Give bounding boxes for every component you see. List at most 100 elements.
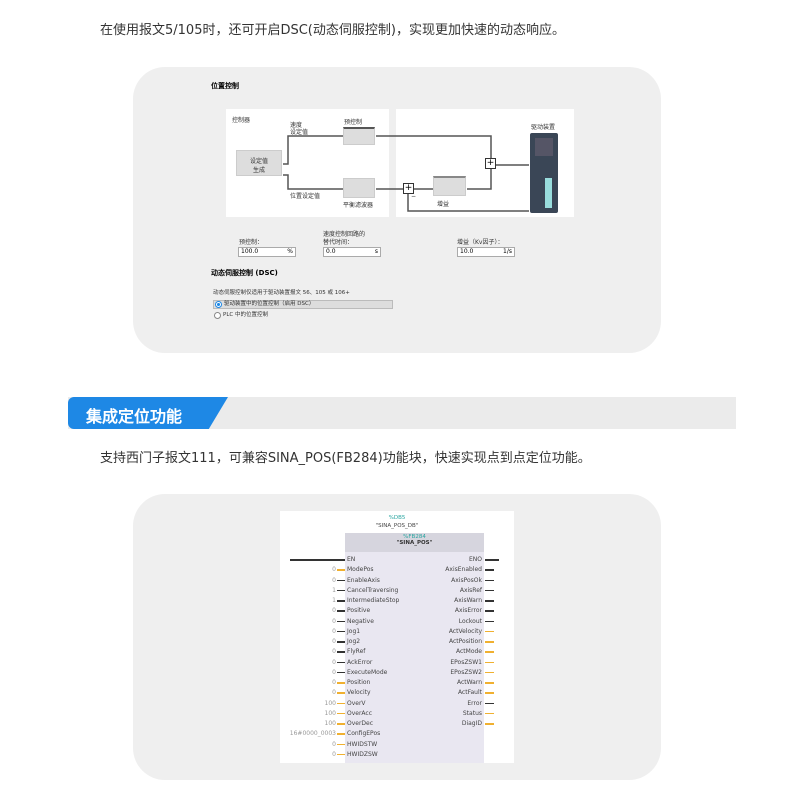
wire (337, 600, 345, 602)
intro-text-dsc: 在使用报文5/105时，还可开启DSC(动态伺服控制)，实现更加快速的动态响应。 (100, 23, 565, 38)
output-pin-actmode[interactable]: ActMode (410, 647, 514, 657)
radio-dsc-drive[interactable]: 驱动装置中的位置控制（启用 DSC） (213, 300, 393, 309)
deadtime-field-label: 速度控制回路的 (323, 231, 366, 238)
wire (337, 702, 345, 704)
pin-name: ModePos (347, 566, 374, 574)
panel-title: 位置控制 (211, 82, 239, 90)
speed-setpoint-label: 速度 (290, 122, 303, 129)
precontrol-field-label: 预控制： (239, 239, 264, 246)
output-pin-axisposok[interactable]: AxisPosOk (410, 576, 514, 586)
wire (337, 723, 345, 725)
wire (337, 569, 345, 571)
wire (337, 610, 345, 612)
gain-diagram-label: 增益 (437, 201, 450, 208)
precontrol-value: 100.0 (241, 248, 259, 255)
pin-value: 0 (332, 576, 336, 584)
deadtime-field-label-2: 替代时间： (323, 239, 354, 246)
input-pin-hwidzsw[interactable]: 0 HWIDZSW (280, 750, 410, 760)
wire (485, 579, 494, 581)
output-pin-actposition[interactable]: ActPosition (410, 637, 514, 647)
pin-name: Negative (347, 617, 374, 625)
output-pin-eno[interactable]: ENO (410, 555, 514, 565)
drive-device-icon (530, 133, 558, 213)
output-pin-actwarn[interactable]: ActWarn (410, 678, 514, 688)
output-pin-eposzsw2[interactable]: EPosZSW2 (410, 668, 514, 678)
fb-block[interactable]: %FB284 "SINA_POS" (345, 533, 484, 763)
radio-plc[interactable]: PLC 中的位置控制 (213, 312, 393, 321)
unit: % (287, 248, 293, 255)
wire (337, 661, 345, 663)
summing-junction-icon: + (403, 183, 414, 194)
db-name: "SINA_POS_DB" (375, 523, 419, 529)
precontrol-block (343, 127, 375, 145)
output-pin-actfault[interactable]: ActFault (410, 688, 514, 698)
radio-label: PLC 中的位置控制 (223, 312, 268, 318)
precontrol-input[interactable]: 100.0% (238, 247, 296, 257)
pin-value: 0 (332, 638, 336, 645)
wire (337, 579, 345, 581)
wire (337, 589, 345, 592)
input-pin-enableaxis[interactable]: 0 EnableAxis (280, 576, 410, 586)
output-pin-actvelocity[interactable]: ActVelocity (410, 627, 514, 637)
wire (485, 723, 494, 725)
pin-name: EPosZSW1 (450, 658, 482, 666)
wire (337, 682, 345, 684)
pin-name: Status (462, 709, 482, 717)
setpoint-generator-block: 设定值 生成 (236, 150, 282, 176)
output-pin-axiserror[interactable]: AxisError (410, 606, 514, 616)
wire (337, 641, 345, 643)
pin-name: HWIDZSW (347, 750, 378, 758)
wire (485, 682, 494, 684)
output-pin-error[interactable]: Error (410, 699, 514, 709)
pin-name: Jog1 (347, 627, 361, 635)
pin-name: EnableAxis (347, 576, 380, 584)
pin-value: 0 (332, 658, 336, 666)
gain-field-label: 增益（Kv因子）： (457, 239, 504, 246)
wire (485, 661, 494, 663)
output-pin-status[interactable]: Status (410, 709, 514, 719)
unit: s (374, 248, 378, 255)
output-pin-axisref[interactable]: AxisRef (410, 586, 514, 596)
section-header: 集成定位功能 (68, 397, 736, 429)
diagram-lines (283, 135, 529, 212)
pin-name: DiagID (461, 720, 482, 727)
input-pin-en[interactable]: EN (280, 555, 410, 565)
input-pin-jog1[interactable]: 0 Jog1 (280, 627, 410, 637)
wire (485, 671, 494, 674)
wire (485, 569, 494, 571)
output-pin-eposzsw1[interactable]: EPosZSW1 (410, 658, 514, 668)
position-setpoint-label: 位置设定值 (290, 193, 321, 200)
pin-name: ActFault (457, 689, 482, 697)
output-pin-axiswarn[interactable]: AxisWarn (410, 596, 514, 606)
output-pin-lockout[interactable]: Lockout (410, 617, 514, 627)
precontrol-label: 预控制 (344, 119, 363, 126)
pin-value: 0 (332, 627, 336, 635)
pin-name: AxisWarn (454, 597, 482, 604)
unit: 1/s (503, 248, 512, 255)
output-pin-diagid[interactable]: DiagID (410, 719, 514, 729)
pin-value: 0 (332, 750, 336, 758)
pin-name: CancelTraversing (347, 586, 399, 594)
pin-name: OverDec (347, 720, 374, 727)
output-pin-axisenabled[interactable]: AxisEnabled (410, 565, 514, 575)
pin-value: 1 (332, 597, 336, 604)
fb-name: "SINA_POS" (396, 540, 433, 546)
